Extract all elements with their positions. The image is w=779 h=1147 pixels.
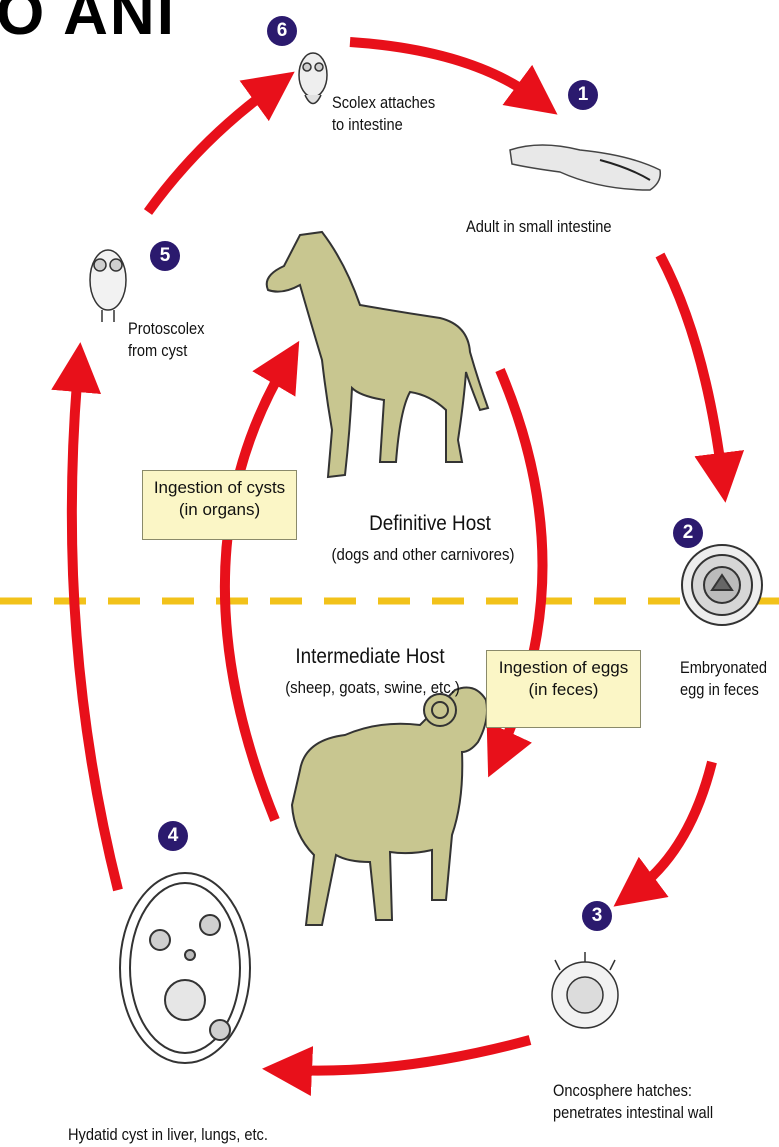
stage-3-label-line: Oncosphere hatches:	[553, 1080, 713, 1102]
stage-5-label-line: Protoscolex	[128, 318, 204, 340]
stage-1-label-line: Adult in small intestine	[466, 216, 611, 238]
stage-4-label-line: Hydatid cyst in liver, lungs, etc.	[68, 1124, 268, 1146]
stage-4-badge: 4	[158, 821, 188, 851]
stage-5-label: Protoscolex from cyst	[128, 318, 204, 362]
stage-6-label-line: Scolex attaches	[332, 92, 435, 114]
arrow-1-to-2	[660, 255, 722, 475]
sheep-illustration	[292, 688, 487, 925]
stage-5-label-line: from cyst	[128, 340, 204, 362]
stage-2-badge: 2	[673, 518, 703, 548]
ingestion-cysts-line: (in organs)	[147, 499, 292, 521]
intermediate-host-title: Intermediate Host	[280, 645, 460, 669]
ingestion-cysts-note: Ingestion of cysts (in organs)	[142, 470, 297, 540]
arrow-sheep-to-dog	[225, 365, 285, 820]
oncosphere-illustration	[552, 952, 618, 1028]
hydatid-cyst-illustration	[120, 873, 250, 1063]
ingestion-cysts-line: Ingestion of cysts	[147, 477, 292, 499]
ingestion-eggs-line: Ingestion of eggs	[491, 657, 636, 679]
stage-6-badge: 6	[267, 16, 297, 46]
stage-2-label-line: egg in feces	[680, 679, 767, 701]
stage-2-label-line: Embryonated	[680, 657, 767, 679]
stage-3-label: Oncosphere hatches: penetrates intestina…	[553, 1080, 713, 1124]
stage-1-label: Adult in small intestine	[466, 216, 611, 238]
arrow-5-to-6	[148, 88, 272, 212]
arrow-4-to-5	[72, 370, 118, 890]
intermediate-host-subtitle: (sheep, goats, swine, etc.)	[269, 678, 476, 698]
stage-3-badge: 3	[582, 901, 612, 931]
dog-illustration	[267, 232, 488, 477]
definitive-host-subtitle: (dogs and other carnivores)	[313, 545, 533, 565]
arrow-2-to-3	[636, 762, 712, 890]
stage-6-label: Scolex attaches to intestine	[332, 92, 435, 136]
stage-2-label: Embryonated egg in feces	[680, 657, 767, 701]
definitive-host-title: Definitive Host	[340, 512, 520, 536]
ingestion-eggs-line: (in feces)	[491, 679, 636, 701]
scolex-illustration	[299, 53, 327, 104]
arrow-6-to-1	[350, 42, 535, 98]
protoscolex-illustration	[90, 250, 126, 322]
egg-illustration	[682, 545, 762, 625]
arrow-3-to-4	[290, 1040, 530, 1071]
stage-5-badge: 5	[150, 241, 180, 271]
stage-3-label-line: penetrates intestinal wall	[553, 1102, 713, 1124]
ingestion-eggs-note: Ingestion of eggs (in feces)	[486, 650, 641, 728]
adult-worm-illustration	[510, 145, 660, 190]
stage-1-badge: 1	[568, 80, 598, 110]
stage-4-label: Hydatid cyst in liver, lungs, etc.	[68, 1124, 268, 1146]
stage-6-label-line: to intestine	[332, 114, 435, 136]
